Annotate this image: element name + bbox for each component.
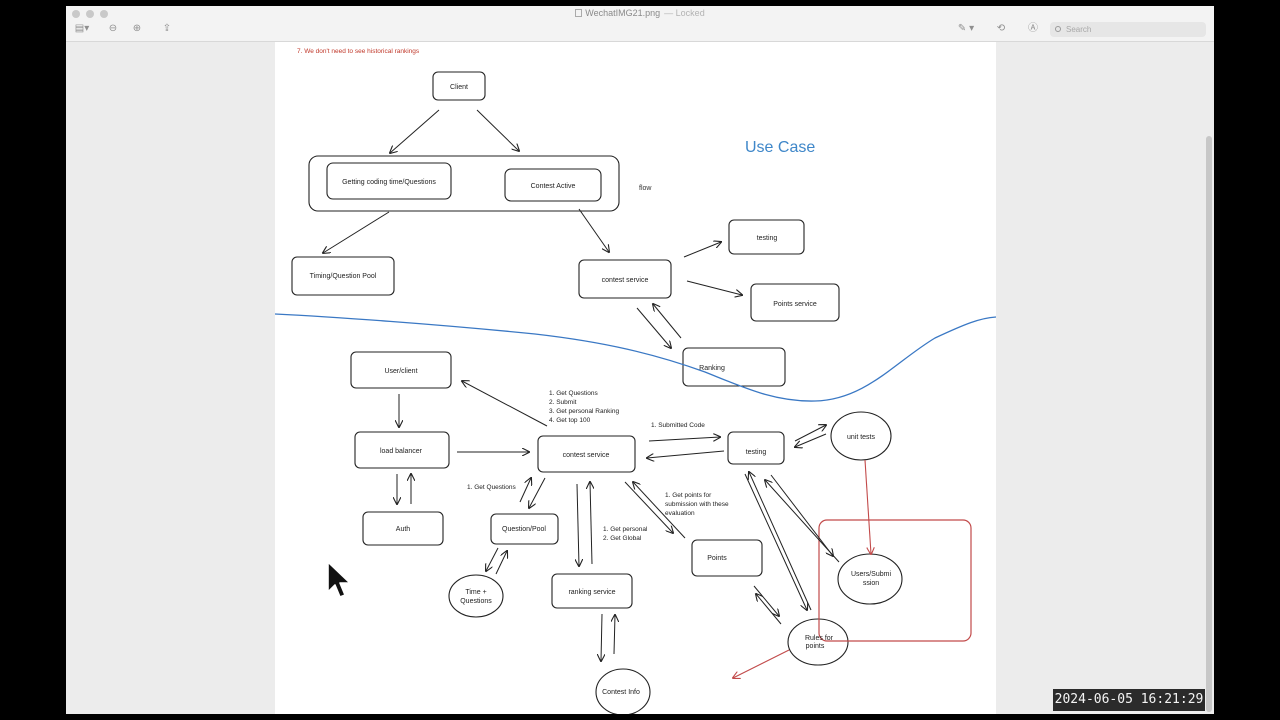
locked-indicator: — Locked	[664, 8, 705, 18]
testing-box	[727, 431, 785, 465]
points-box	[691, 539, 763, 577]
points-service-label: Points service	[773, 301, 817, 308]
sidebar-toggle-icon[interactable]: ▤▾	[74, 23, 90, 34]
ranking-service-label: ranking service	[568, 589, 615, 596]
client-label: Client	[450, 84, 468, 91]
load-balancer-box	[354, 431, 450, 469]
contest-api-item-3: 3. Get personal Ranking	[549, 408, 619, 415]
getting-coding-box	[326, 162, 452, 200]
mouse-pointer-icon	[327, 561, 351, 598]
points-label: Points	[707, 555, 727, 562]
users-submission-label-1: Users/Submi	[851, 571, 892, 578]
use-case-label: Use Case	[745, 139, 815, 156]
top-contest-service-label: contest service	[602, 277, 649, 284]
points-note-line-1: 1. Get points for	[665, 492, 712, 499]
contest-api-item-4: 4. Get top 100	[549, 417, 591, 424]
time-questions-label-2: Questions	[460, 598, 492, 605]
points-service-box	[750, 283, 840, 322]
share-icon[interactable]: ⇪	[162, 23, 172, 34]
submitted-code-label: 1. Submitted Code	[651, 422, 705, 429]
user-client-label: User/client	[384, 368, 417, 375]
ranking-box	[682, 347, 786, 387]
user-client-box	[350, 351, 452, 389]
time-questions-circle	[448, 574, 504, 618]
contest-api-item-1: 1. Get Questions	[549, 390, 599, 397]
load-balancer-label: load balancer	[380, 448, 423, 455]
document-icon	[575, 9, 583, 17]
points-note-line-3: evaluation	[665, 510, 695, 517]
preview-window: WechatIMG21.png— Locked ▤▾ ⊖ ⊕ ⇪ ✎ ▾ ⟲ Ⓐ…	[66, 6, 1214, 714]
zoom-window-button[interactable]	[100, 10, 108, 18]
get-global-label: 2. Get Global	[603, 535, 642, 542]
close-window-button[interactable]	[72, 10, 80, 18]
rules-for-points-label-2: points	[806, 643, 825, 650]
zoom-out-icon[interactable]: ⊖	[108, 23, 118, 34]
image-page: 7. We don't need to see historical ranki…	[274, 42, 997, 714]
unit-tests-circle	[830, 411, 892, 461]
contest-service-box	[537, 435, 636, 473]
timing-pool-box	[291, 256, 395, 296]
testing-label: testing	[746, 449, 767, 456]
red-arrow-unit-tests	[864, 459, 871, 554]
document-area: 7. We don't need to see historical ranki…	[66, 42, 1214, 714]
rotate-icon[interactable]: ⟲	[996, 23, 1006, 34]
get-personal-label: 1. Get personal	[603, 526, 648, 533]
users-submission-label-2: ssion	[863, 580, 879, 587]
ranking-label: Ranking	[699, 365, 725, 372]
connection-arrows	[323, 109, 840, 661]
ranking-service-box	[551, 573, 633, 609]
contest-service-label: contest service	[563, 452, 610, 459]
auth-box	[362, 511, 444, 546]
unit-tests-label: unit tests	[847, 434, 876, 441]
requirement-note: 7. We don't need to see historical ranki…	[297, 48, 420, 55]
top-contest-service-box	[578, 259, 672, 299]
search-icon	[1055, 26, 1061, 32]
question-pool-label: Question/Pool	[502, 526, 546, 533]
rules-for-points-circle	[787, 618, 849, 666]
red-highlight-frame	[818, 519, 972, 642]
rules-for-points-label-1: Rules for	[805, 635, 834, 642]
auth-label: Auth	[396, 526, 411, 533]
contest-active-label: Contest Active	[531, 183, 576, 190]
contest-info-circle	[595, 668, 651, 714]
timing-pool-label: Timing/Question Pool	[310, 273, 377, 280]
contest-info-label: Contest Info	[602, 689, 640, 696]
flow-label: flow	[639, 185, 652, 192]
client-box	[432, 71, 486, 101]
system-design-diagram: 7. We don't need to see historical ranki…	[274, 48, 997, 714]
time-questions-label-1: Time +	[465, 589, 486, 596]
question-pool-box	[490, 513, 559, 545]
top-testing-box	[728, 219, 805, 255]
users-submission-circle	[837, 553, 903, 605]
boundary-wave	[274, 313, 997, 402]
top-testing-label: testing	[757, 235, 778, 242]
title-bar: WechatIMG21.png— Locked ▤▾ ⊖ ⊕ ⇪ ✎ ▾ ⟲ Ⓐ…	[66, 6, 1214, 42]
getting-coding-label: Getting coding time/Questions	[342, 179, 436, 186]
contest-api-item-2: 2. Submit	[549, 399, 577, 406]
contest-active-box	[504, 168, 602, 202]
minimize-window-button[interactable]	[86, 10, 94, 18]
markup-pen-icon[interactable]: ✎ ▾	[957, 23, 975, 34]
search-field[interactable]: Search	[1050, 22, 1206, 37]
markup-toolbar-icon[interactable]: Ⓐ	[1028, 23, 1038, 34]
recording-timestamp: 2024-06-05 16:21:29	[1053, 689, 1205, 711]
get-questions-label: 1. Get Questions	[467, 484, 517, 491]
points-note-line-2: submission with these	[665, 501, 729, 508]
red-arrow-rules	[733, 649, 790, 678]
zoom-in-icon[interactable]: ⊕	[132, 23, 142, 34]
window-title: WechatIMG21.png— Locked	[66, 8, 1214, 18]
vertical-scrollbar[interactable]	[1206, 136, 1212, 712]
